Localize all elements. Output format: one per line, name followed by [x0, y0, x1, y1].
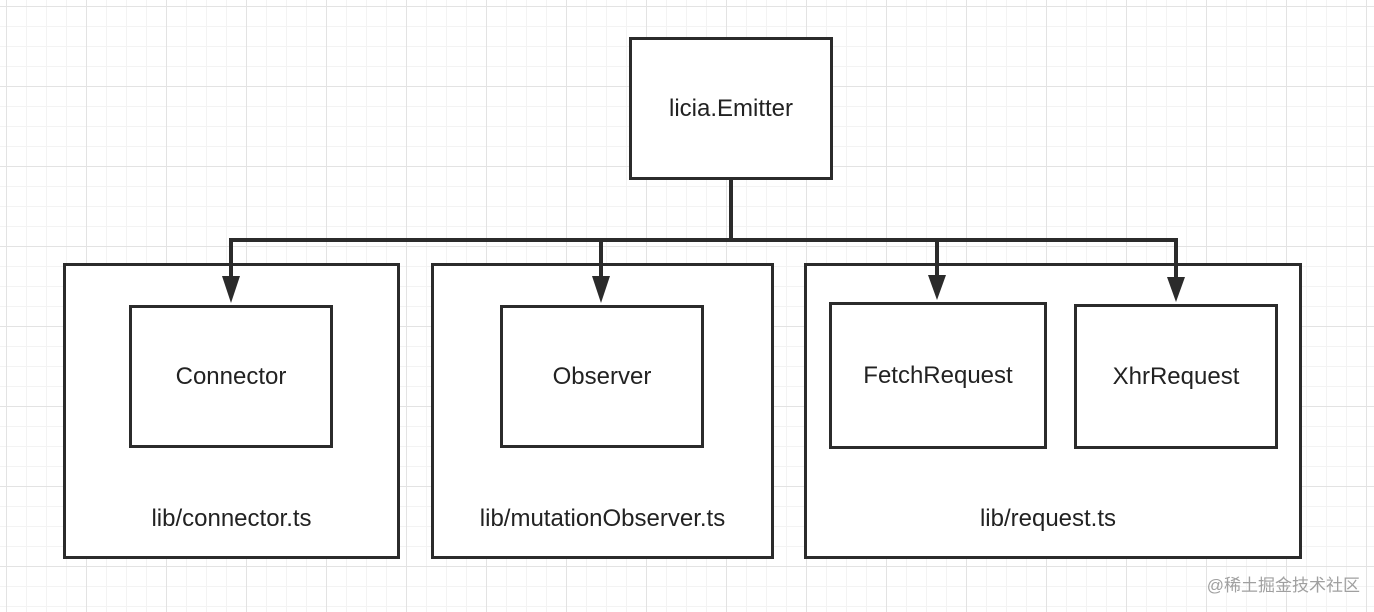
- node-fetch-request: FetchRequest: [829, 302, 1047, 449]
- file-label-connector: lib/connector.ts: [151, 505, 312, 532]
- file-label-mutation-observer: lib/mutationObserver.ts: [479, 505, 726, 532]
- node-connector: Connector: [129, 305, 333, 448]
- file-label-request: lib/request.ts: [979, 505, 1117, 532]
- watermark: @稀土掘金技术社区: [1206, 576, 1360, 595]
- node-xhr-request: XhrRequest: [1074, 304, 1278, 449]
- node-observer: Observer: [500, 305, 704, 448]
- node-licia-emitter: licia.Emitter: [629, 37, 833, 180]
